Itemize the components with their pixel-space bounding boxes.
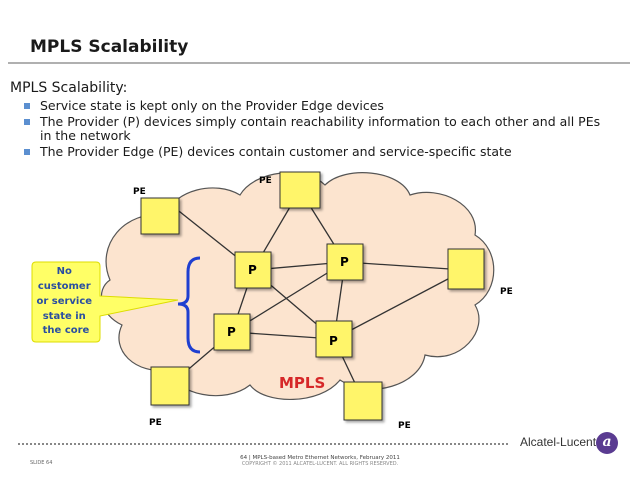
callout-line: the core (43, 325, 90, 336)
pe-router: PE (343, 381, 411, 431)
callout-line: customer (38, 281, 91, 292)
link-line (231, 261, 346, 333)
p-router: P (326, 243, 364, 281)
footer-copyright: COPYRIGHT © 2011 ALCATEL-LUCENT. ALL RIG… (241, 461, 399, 467)
bullet-marker-icon (24, 103, 30, 109)
pe-label: PE (149, 418, 162, 428)
callout-bubble: No customer or service state in the core (31, 261, 179, 343)
footer-page-line: 64 | MPLS-based Metro Ethernet Networks,… (240, 455, 400, 461)
bullet-text: The Provider Edge (PE) devices contain c… (40, 144, 512, 159)
slide-number: SLIDE 64 (30, 460, 53, 466)
pe-label: PE (133, 187, 146, 197)
footer-caption: 64 | MPLS-based Metro Ethernet Networks,… (210, 455, 430, 467)
callout-line: No (57, 266, 72, 277)
slide-title-bar: MPLS Scalability (8, 18, 630, 64)
bullet-item: Service state is kept only on the Provid… (20, 99, 610, 113)
p-label: P (340, 255, 349, 269)
pe-router: PE (133, 187, 180, 235)
pe-router: PE (447, 248, 513, 297)
pe-label: PE (398, 421, 411, 431)
alcatel-lucent-logo-icon: a (596, 432, 618, 454)
cloud-label: MPLS (279, 374, 325, 392)
callout-line: state in (43, 311, 86, 322)
bullet-list: Service state is kept only on the Provid… (20, 99, 610, 161)
footer-divider (18, 443, 508, 445)
bullet-text: The Provider (P) devices simply contain … (40, 114, 601, 143)
bullet-item: The Provider (P) devices simply contain … (20, 115, 610, 143)
bullet-marker-icon (24, 149, 30, 155)
p-router: P (234, 251, 272, 289)
title-divider (8, 62, 630, 64)
p-label: P (248, 263, 257, 277)
brand-name: Alcatel-Lucent (520, 435, 597, 449)
p-label: P (329, 334, 338, 348)
bullet-item: The Provider Edge (PE) devices contain c… (20, 145, 610, 159)
p-router: P (315, 320, 353, 358)
pe-label: PE (500, 287, 513, 297)
p-label: P (227, 325, 236, 339)
p-router: P (213, 313, 251, 351)
slide-title: MPLS Scalability (30, 37, 189, 57)
bullet-text: Service state is kept only on the Provid… (40, 98, 384, 113)
link-line (333, 269, 466, 340)
pe-router: PE (259, 171, 321, 209)
bullet-marker-icon (24, 119, 30, 125)
pe-router: PE (149, 366, 190, 428)
callout-line: or service (36, 296, 92, 307)
logo-glyph: a (602, 434, 612, 450)
content-subtitle: MPLS Scalability: (10, 80, 128, 96)
svg-text:No customer or ser: No customer or service state in the core (36, 266, 95, 336)
pe-label: PE (259, 176, 272, 186)
brace-icon (177, 256, 201, 354)
link-line (344, 261, 466, 271)
